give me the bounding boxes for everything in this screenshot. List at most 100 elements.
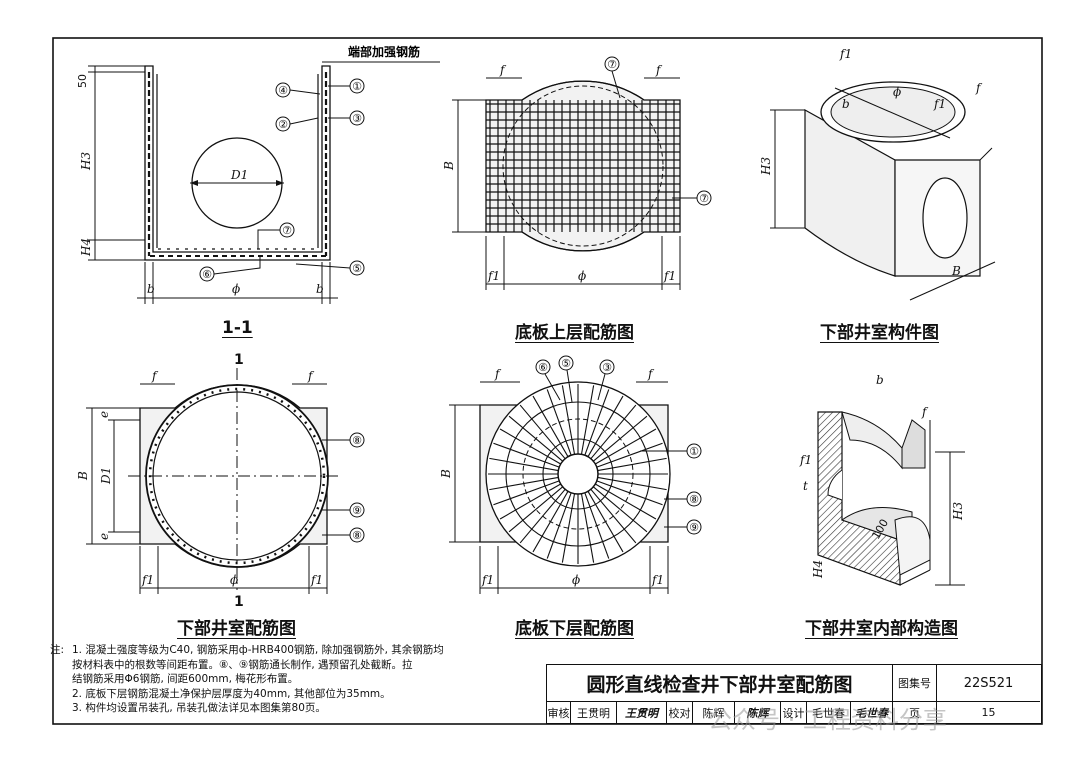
svg-text:f: f [975, 81, 983, 95]
svg-text:B: B [442, 161, 456, 171]
svg-text:H4: H4 [79, 238, 93, 257]
radial-rebar [561, 493, 576, 563]
callout-7a: ⑦ [604, 56, 621, 99]
svg-text:⑥: ⑥ [538, 361, 548, 374]
svg-text:ϕ: ϕ [893, 85, 901, 99]
svg-text:f: f [151, 369, 159, 383]
svg-text:f1: f1 [839, 47, 852, 61]
svg-text:①: ① [689, 445, 699, 458]
callout-3b: ③ [597, 359, 615, 401]
reviewer-signature: 王贯明 [617, 702, 667, 723]
checker-name: 陈辉 [693, 702, 735, 723]
radial-rebar [592, 486, 648, 533]
notes-lead: 注: [50, 644, 65, 656]
note-line: 按材料表中的根数等间距布置。⑧、⑨钢筋通长制作, 遇预留孔处截断。拉 [72, 658, 413, 671]
svg-text:ϕ: ϕ [572, 573, 580, 587]
reviewer-name: 王贯明 [571, 702, 617, 723]
interior-cutaway: b f f1 t 100 H3 H4 [799, 373, 965, 586]
radial-rebar [596, 442, 663, 468]
svg-text:⑧: ⑧ [689, 493, 699, 506]
ring-rebar [505, 401, 651, 547]
svg-text:f: f [307, 369, 315, 383]
note-line: 1. 混凝土强度等级为C40, 钢筋采用ф-HRB400钢筋, 除加强钢筋外, … [72, 644, 444, 656]
radial-rebar [590, 488, 637, 544]
page-label: 页 [893, 702, 937, 723]
svg-text:H3: H3 [759, 157, 773, 176]
svg-text:ϕ: ϕ [578, 269, 586, 283]
svg-text:e: e [97, 533, 111, 540]
callout-5: ⑤ [295, 260, 365, 276]
callout-8c: ⑧ [664, 491, 702, 507]
caption-base-top: 底板上层配筋图 [515, 323, 634, 343]
base-top-rebar: f f B f1 ϕ f1 ⑦ ⑦ [442, 56, 712, 290]
svg-text:②: ② [278, 118, 288, 131]
svg-text:⑧: ⑧ [352, 529, 362, 542]
svg-text:f1: f1 [141, 573, 154, 587]
designer-name: 毛世春 [807, 702, 851, 723]
page-number: 15 [981, 706, 996, 719]
note-line: 2. 底板下层钢筋混凝土净保护层厚度为40mm, 其他部位为35mm。 [72, 687, 391, 700]
svg-text:H3: H3 [79, 152, 93, 171]
notes: 注: 1. 混凝土强度等级为C40, 钢筋采用ф-HRB400钢筋, 除加强钢筋… [50, 643, 542, 716]
end-rebar-label: 端部加强钢筋 [348, 44, 420, 59]
radial-rebar [532, 395, 569, 457]
watermark: 公众号 · 工程资料分享 [708, 706, 947, 734]
svg-text:b: b [842, 97, 850, 111]
svg-text:b: b [316, 282, 324, 296]
svg-text:f: f [921, 405, 929, 419]
review-label: 审核 [547, 702, 571, 723]
radial-rebar [499, 483, 561, 520]
callout-5b: ⑤ [558, 355, 574, 403]
radial-rebar [508, 486, 564, 533]
callout-8b: ⑧ [322, 527, 365, 543]
svg-text:⑤: ⑤ [352, 262, 362, 275]
svg-text:B: B [951, 264, 961, 278]
designer-signature: 毛世春 [851, 702, 893, 723]
svg-text:ϕ: ϕ [230, 573, 238, 587]
note-line: 结钢筋采用Φ6钢筋, 间距600mm, 梅花形布置。 [72, 673, 299, 685]
check-label: 校对 [667, 702, 693, 723]
svg-text:⑦: ⑦ [699, 192, 709, 205]
radial-rebar [584, 389, 610, 456]
svg-text:H4: H4 [811, 560, 825, 579]
callout-1b: ① [640, 443, 702, 459]
callout-1: ① [328, 78, 365, 94]
drawing-title: 圆形直线检查井下部井室配筋图 [547, 665, 893, 702]
callout-9: ⑨ [322, 502, 365, 518]
callout-2: ② [275, 116, 319, 132]
section-1-1: 端部加强钢筋 D1 50 H3 H4 b ϕ b ④ [76, 44, 440, 304]
callout-6b: ⑥ [535, 359, 561, 401]
caption-section-1-1: 1-1 [222, 318, 253, 338]
callout-6: ⑥ [199, 257, 261, 282]
callout-8a: ⑧ [322, 432, 365, 448]
callout-7: ⑦ [257, 222, 295, 249]
svg-text:③: ③ [352, 112, 362, 125]
svg-text:e: e [97, 411, 111, 418]
svg-text:1: 1 [234, 352, 244, 368]
svg-text:H3: H3 [951, 502, 965, 521]
svg-text:f: f [499, 63, 507, 77]
svg-text:D1: D1 [230, 168, 248, 182]
base-bottom-rebar: f f B f1 ϕ f1 ⑥ ⑤ ③ ① ⑧ ⑨ [439, 355, 702, 594]
note-line: 3. 构件均设置吊装孔, 吊装孔做法详见本图集第80页。 [72, 702, 326, 714]
svg-text:④: ④ [278, 84, 288, 97]
svg-text:f: f [655, 63, 663, 77]
svg-text:⑧: ⑧ [352, 434, 362, 447]
svg-text:1: 1 [234, 594, 244, 610]
radial-rebar [587, 395, 624, 457]
callout-3: ③ [328, 110, 365, 126]
sheet-border [52, 37, 1043, 725]
svg-text:⑥: ⑥ [202, 268, 212, 281]
callout-7b: ⑦ [672, 190, 712, 206]
title-block: 圆形直线检查井下部井室配筋图 图集号 22S521 审核 王贯明 王贯明 校对 … [546, 664, 1042, 724]
radial-rebar [546, 389, 572, 456]
svg-text:b: b [147, 282, 155, 296]
radial-rebar [597, 457, 667, 472]
atlas-number: 22S521 [937, 665, 1040, 702]
caption-chamber-rebar: 下部井室配筋图 [177, 619, 296, 639]
svg-text:⑨: ⑨ [352, 504, 362, 517]
svg-text:B: B [439, 469, 453, 479]
svg-text:f1: f1 [799, 453, 812, 467]
design-label: 设计 [781, 702, 807, 723]
